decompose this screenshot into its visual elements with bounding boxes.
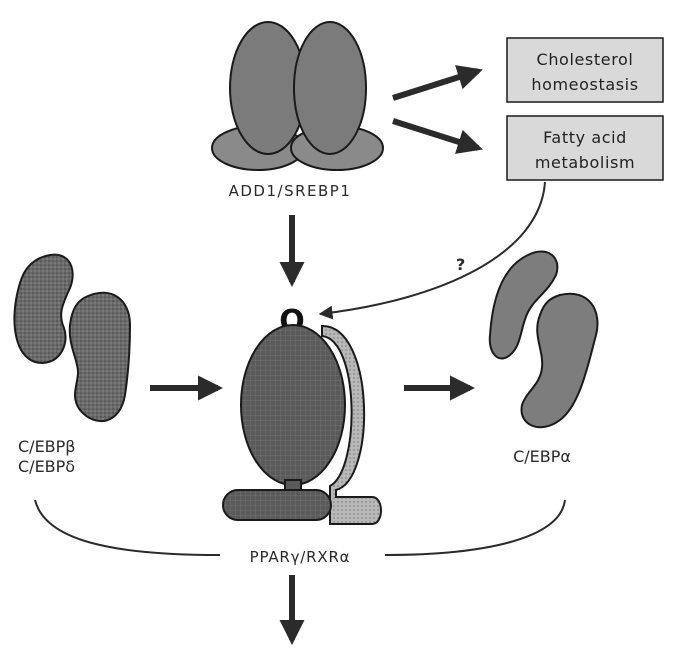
ppar-body xyxy=(241,325,345,485)
fatty-acid-box: Fatty acid metabolism xyxy=(507,116,663,180)
ppar-base xyxy=(223,490,331,520)
arrow-to-cholesterol xyxy=(393,71,478,98)
cebp-beta-label: C/EBPβ xyxy=(18,437,76,456)
ppar-rxr-label: PPARγ/RXRα xyxy=(250,548,351,566)
cholesterol-line1: Cholesterol xyxy=(537,50,634,69)
cebp-alpha-label: C/EBPα xyxy=(513,447,571,466)
add1-srebp1-dimer xyxy=(212,22,383,170)
cebp-beta-delta-proteins xyxy=(14,255,130,422)
ppar-rxr-complex xyxy=(223,325,381,524)
fatty-acid-line1: Fatty acid xyxy=(543,128,627,147)
arrow-to-fatty-acid xyxy=(393,121,478,148)
curve-right-to-ppar xyxy=(385,500,565,555)
add1-monomer-right xyxy=(294,22,366,154)
add1-label: ADD1/SREBP1 xyxy=(229,182,352,200)
cholesterol-line2: homeostasis xyxy=(531,75,638,94)
cebp-delta-label: C/EBPδ xyxy=(18,457,75,476)
cebp-alpha-shape-bottom xyxy=(522,294,598,427)
cholesterol-box: Cholesterol homeostasis xyxy=(507,38,663,102)
question-mark: ? xyxy=(456,255,465,274)
cebp-alpha-protein xyxy=(490,252,598,428)
curve-left-to-ppar xyxy=(35,500,220,555)
fatty-acid-line2: metabolism xyxy=(535,153,635,172)
cebp-delta-shape xyxy=(70,293,130,421)
cebp-beta-shape xyxy=(14,255,72,363)
